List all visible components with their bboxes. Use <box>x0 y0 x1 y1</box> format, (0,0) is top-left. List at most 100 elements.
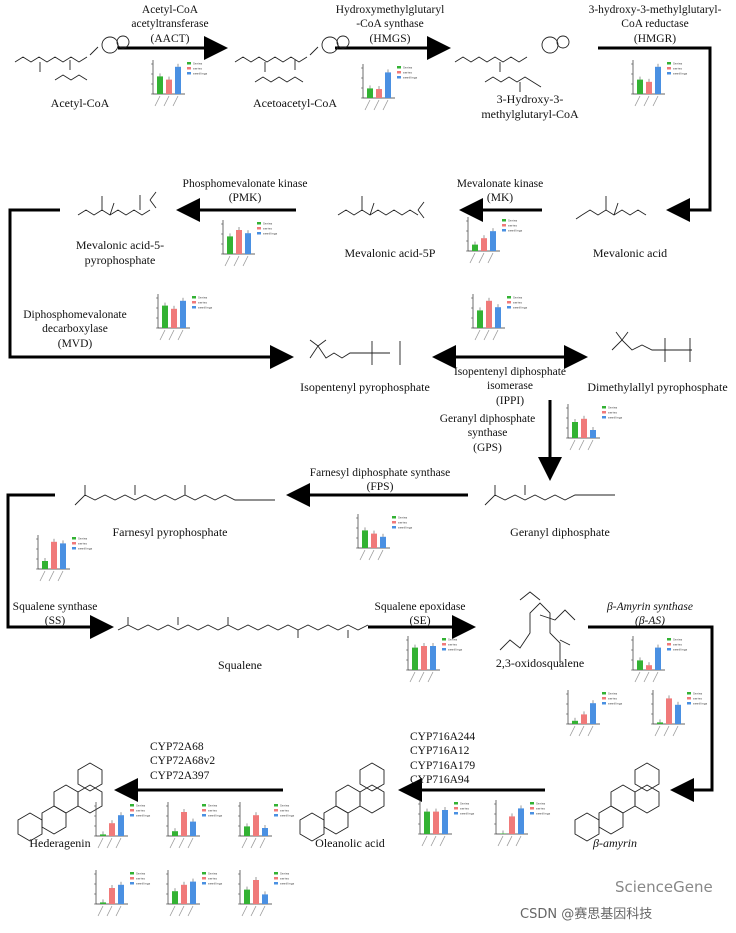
bar-1 <box>486 300 492 328</box>
gpp-structure <box>484 485 615 506</box>
legend-label: series <box>193 67 202 71</box>
compound-squalene: Squalene <box>218 658 262 672</box>
compound-mevalonic-acid: Mevalonic acid <box>592 246 668 260</box>
bar-1 <box>253 880 259 904</box>
bar-2 <box>442 810 448 834</box>
legend-swatch <box>192 306 196 309</box>
x-label-mark <box>159 329 166 341</box>
bar-2 <box>60 543 66 569</box>
legend-swatch <box>274 872 278 875</box>
legend-swatch <box>392 521 396 524</box>
legend-swatch <box>602 697 606 700</box>
legend-swatch <box>392 516 396 519</box>
enzyme-bas: β-Amyrin synthase (β-AS) <box>607 601 693 628</box>
x-label-mark <box>168 329 175 341</box>
legend-label: seedlings <box>193 72 208 76</box>
x-label-mark <box>259 837 266 849</box>
bar-0 <box>172 891 178 904</box>
legend-label: series <box>208 877 217 881</box>
oxidosqualene-structure <box>499 591 576 663</box>
bar-1 <box>421 646 427 670</box>
legend-label: seedlings <box>78 547 93 551</box>
x-label-mark <box>242 255 249 267</box>
legend-label: seedlings <box>513 306 528 310</box>
x-label-mark <box>427 671 434 683</box>
enzyme-fps: Farnesyl diphosphate synthase (FPS) <box>309 467 451 494</box>
x-label-mark <box>654 725 661 737</box>
bar-0 <box>172 831 178 836</box>
legend-label: Series <box>608 406 618 410</box>
legend-label: Series <box>508 219 518 223</box>
x-label-mark <box>97 905 104 917</box>
bar-0 <box>477 310 483 328</box>
bar-2 <box>380 536 386 548</box>
x-label-mark <box>439 835 446 847</box>
legend-label: Series <box>136 872 146 876</box>
bar-2 <box>675 704 681 724</box>
bar-0 <box>424 811 430 834</box>
x-label-mark <box>154 95 161 107</box>
x-label-mark <box>163 95 170 107</box>
bar-2 <box>262 828 268 836</box>
enzyme-hmgr: 3-hydroxy-3-methylglutaryl- CoA reductas… <box>588 4 722 45</box>
x-label-mark <box>106 905 113 917</box>
legend-swatch <box>72 547 76 550</box>
bar-1 <box>646 665 652 670</box>
bar-2 <box>180 300 186 328</box>
legend-label: series <box>608 697 617 701</box>
x-label-mark <box>187 905 194 917</box>
enzyme-pmk: Phosphomevalonate kinase (PMK) <box>182 178 308 205</box>
compound-fpp: Farnesyl pyrophosphate <box>112 525 228 539</box>
legend-label: Series <box>280 804 290 808</box>
x-label-mark <box>106 837 113 849</box>
mevalonic-acid-5p-structure <box>337 196 425 219</box>
x-label-mark <box>177 329 184 341</box>
x-label-mark <box>178 905 185 917</box>
compound-gpp: Geranyl diphosphate <box>510 525 610 539</box>
watermark-sciencegene: ScienceGene <box>615 878 713 896</box>
enzyme-se: Squalene epoxidase (SE) <box>374 601 466 628</box>
arrow-mvd <box>8 208 294 369</box>
x-label-mark <box>172 95 179 107</box>
enzyme-ss: Squalene synthase (SS) <box>12 601 98 628</box>
legend-label: Series <box>208 804 218 808</box>
x-label-mark <box>578 439 585 451</box>
legend-swatch <box>502 219 506 222</box>
compound-acetoacetyl-coa: Acetoacetyl-CoA <box>253 96 337 110</box>
legend-label: series <box>448 643 457 647</box>
x-label-mark <box>634 671 641 683</box>
legend-label: seedlings <box>693 702 708 706</box>
bar-0 <box>637 660 643 670</box>
x-label-mark <box>48 570 55 582</box>
acetyl-coa-structure <box>14 35 130 81</box>
bar-0 <box>472 244 478 251</box>
mevalonic-acid-structure <box>575 196 647 220</box>
x-label-mark <box>368 549 375 561</box>
legend-swatch <box>602 702 606 705</box>
squalene-structure <box>117 617 369 638</box>
legend-swatch <box>667 648 671 651</box>
x-label-mark <box>478 252 485 264</box>
enzyme-hmgs: Hydroxymethylglutaryl -CoA synthase (HMG… <box>335 4 445 45</box>
bar-1 <box>253 815 259 836</box>
beta-amyrin-structure <box>574 762 660 842</box>
legend-label: Series <box>280 872 290 876</box>
x-label-mark <box>652 671 659 683</box>
legend-swatch <box>274 814 278 817</box>
compound-ipp: Isopentenyl pyrophosphate <box>300 380 430 394</box>
enzyme-mk: Mevalonate kinase (MK) <box>456 178 544 205</box>
bar-0 <box>362 530 368 548</box>
bar-0 <box>657 722 663 724</box>
legend-label: seedlings <box>536 812 551 816</box>
x-label-mark <box>492 329 499 341</box>
